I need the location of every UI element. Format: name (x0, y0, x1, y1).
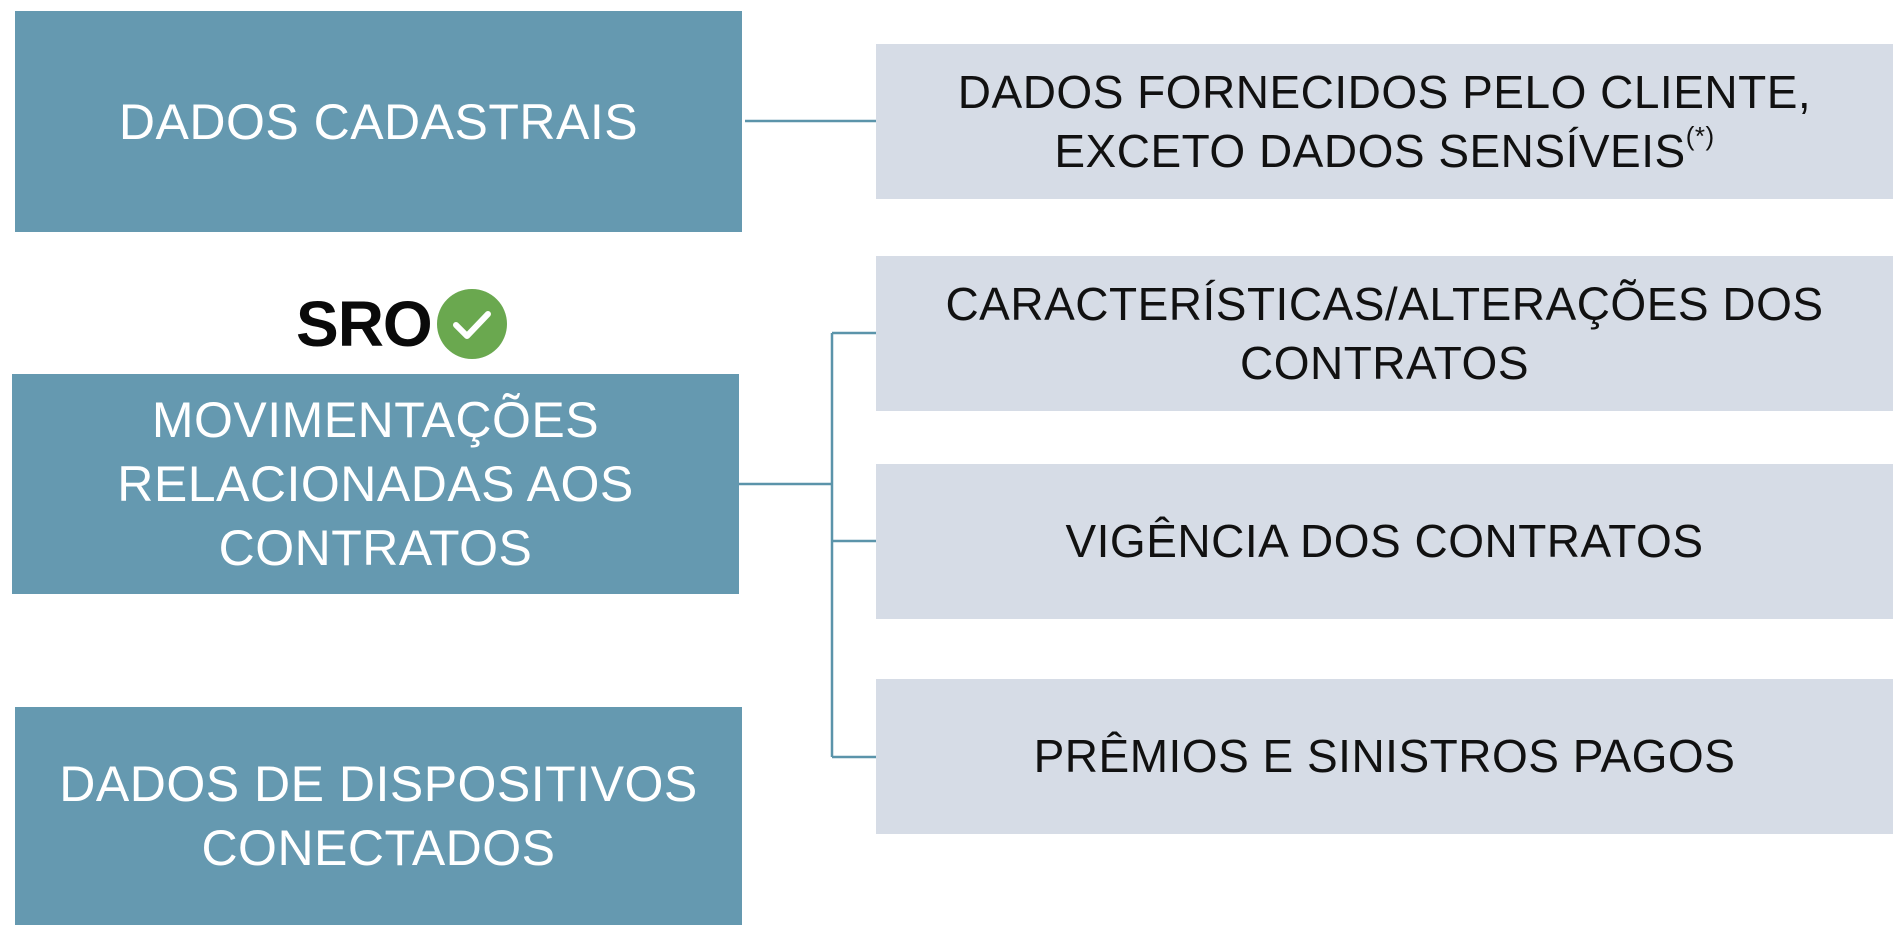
box-text-line: CONECTADOS (201, 820, 556, 876)
check-circle-icon (436, 289, 507, 359)
box-vigencia: VIGÊNCIA DOS CONTRATOS (876, 464, 1893, 619)
box-dados-cadastrais: DADOS CADASTRAIS (15, 11, 742, 232)
box-text-line-with-note: EXCETO DADOS SENSÍVEIS(*) (1054, 122, 1714, 181)
box-text-line: DADOS FORNECIDOS PELO CLIENTE, (957, 65, 1812, 118)
box-text-line: VIGÊNCIA DOS CONTRATOS (1065, 515, 1704, 567)
box-premios-sinistros: PRÊMIOS E SINISTROS PAGOS (876, 679, 1893, 834)
box-text-line: CONTRATOS (1239, 336, 1530, 389)
sro-label: SRO (296, 288, 433, 360)
box-dispositivos-conectados: DADOS DE DISPOSITIVOS CONECTADOS (15, 707, 742, 925)
box-text-line: DADOS CADASTRAIS (118, 93, 639, 150)
box-text-line: PRÊMIOS E SINISTROS PAGOS (1033, 730, 1736, 782)
box-text-line: MOVIMENTAÇÕES (151, 392, 600, 448)
box-text-line: DADOS DE DISPOSITIVOS (59, 756, 698, 812)
box-text-line: CONTRATOS (218, 520, 533, 576)
box-caracteristicas: CARACTERÍSTICAS/ALTERAÇÕES DOS CONTRATOS (876, 256, 1893, 411)
footnote-marker: (*) (1685, 120, 1715, 151)
box-text-line: RELACIONADAS AOS (117, 456, 634, 512)
box-text-line: CARACTERÍSTICAS/ALTERAÇÕES DOS (945, 277, 1824, 330)
box-text: EXCETO DADOS SENSÍVEIS (1054, 124, 1686, 177)
box-dados-fornecidos: DADOS FORNECIDOS PELO CLIENTE, EXCETO DA… (876, 44, 1893, 199)
sro-badge: SRO (296, 288, 508, 360)
box-movimentacoes: MOVIMENTAÇÕES RELACIONADAS AOS CONTRATOS (12, 374, 739, 594)
